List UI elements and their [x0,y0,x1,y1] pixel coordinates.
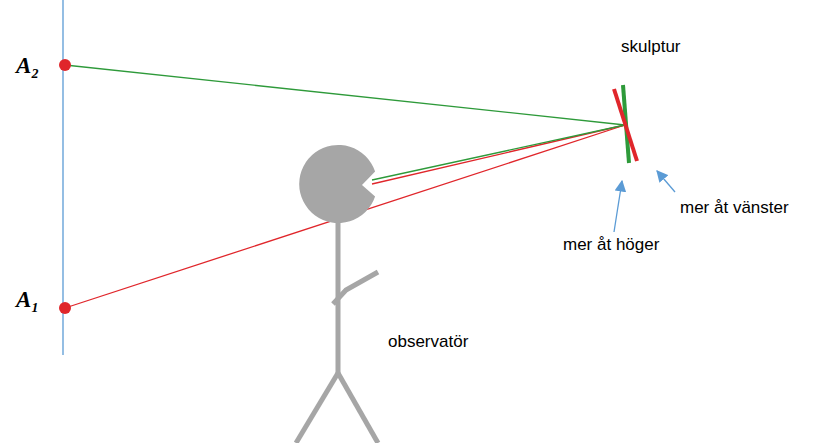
mirror-left [614,89,637,161]
observer-figure [296,145,378,443]
role-label: observatör [388,332,468,352]
green-ray [65,65,625,125]
part-label: skulptur [621,37,681,57]
leader-arrow [657,171,675,192]
point-label: A₂ [16,53,39,79]
red-ray [65,125,625,308]
green-reflected-ray [372,125,625,180]
point-a1 [59,302,71,314]
red-reflected-ray [372,125,625,184]
leader-arrow [614,181,622,232]
point-label: A₁ [16,287,39,313]
annotation-label: mer åt höger [563,235,659,255]
axis-line [62,0,63,355]
point-a2 [59,59,71,71]
annotation-label: mer åt vänster [680,198,789,218]
